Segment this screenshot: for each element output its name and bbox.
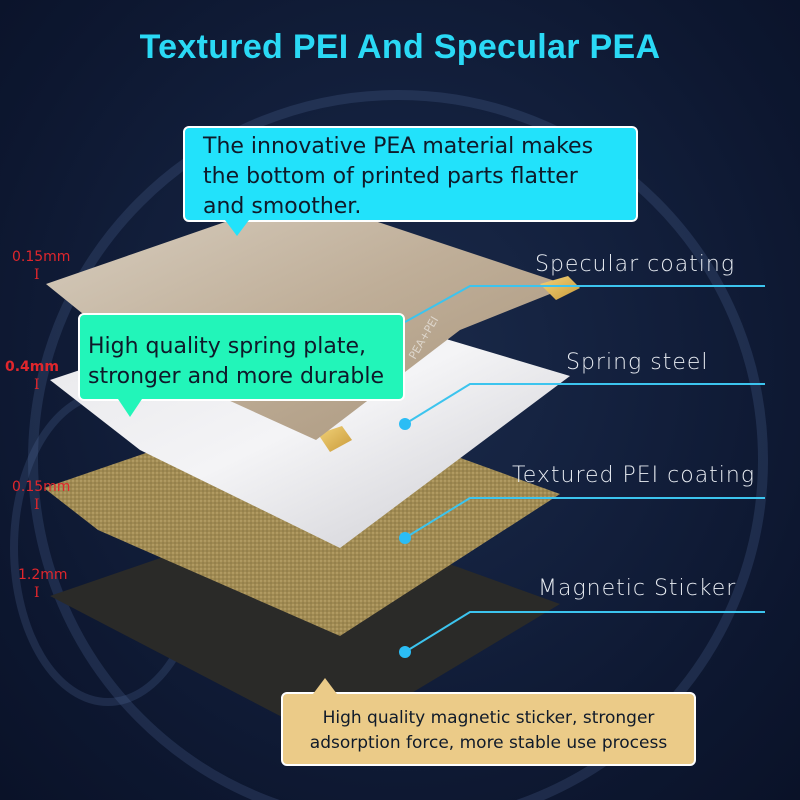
callout-line: the bottom of printed parts flatter bbox=[203, 164, 578, 189]
layer-label-textured-pei: Textured PEI coating bbox=[512, 463, 756, 488]
callout-tail bbox=[313, 678, 337, 694]
callout-tail bbox=[118, 399, 142, 417]
callout-line: High quality spring plate, bbox=[88, 334, 367, 359]
thickness-spring-steel: 0.4mm bbox=[5, 359, 59, 375]
callout-line: The innovative PEA material makes bbox=[203, 134, 594, 159]
leader-dot-icon bbox=[399, 418, 411, 430]
callout-pea-material: The innovative PEA material makes the bo… bbox=[183, 126, 638, 236]
callout-line: and smoother. bbox=[203, 194, 362, 219]
layer-label-specular: Specular coating bbox=[535, 252, 736, 277]
layer-label-magnetic: Magnetic Sticker bbox=[538, 576, 737, 601]
callout-line: adsorption force, more stable use proces… bbox=[309, 733, 668, 753]
layer-label-spring-steel: Spring steel bbox=[566, 350, 709, 375]
callout-tail bbox=[225, 220, 249, 236]
callout-magnetic-sticker: High quality magnetic sticker, stronger … bbox=[281, 678, 696, 766]
thickness-magnetic: 1.2mm bbox=[18, 567, 68, 583]
thickness-textured-pei: 0.15mm bbox=[12, 479, 71, 495]
thickness-marker-icon: I bbox=[34, 497, 40, 513]
callout-spring-plate: High quality spring plate, stronger and … bbox=[78, 313, 405, 417]
thickness-marker-icon: I bbox=[34, 267, 40, 283]
leader-dot-icon bbox=[399, 646, 411, 658]
thickness-specular: 0.15mm bbox=[12, 249, 71, 265]
leader-dot-icon bbox=[399, 532, 411, 544]
thickness-marker-icon: I bbox=[34, 585, 40, 601]
callout-line: High quality magnetic sticker, stronger bbox=[322, 708, 655, 728]
thickness-marker-icon: I bbox=[34, 377, 40, 393]
callout-line: stronger and more durable bbox=[88, 364, 385, 389]
page-title: Textured PEI And Specular PEA bbox=[139, 28, 661, 66]
